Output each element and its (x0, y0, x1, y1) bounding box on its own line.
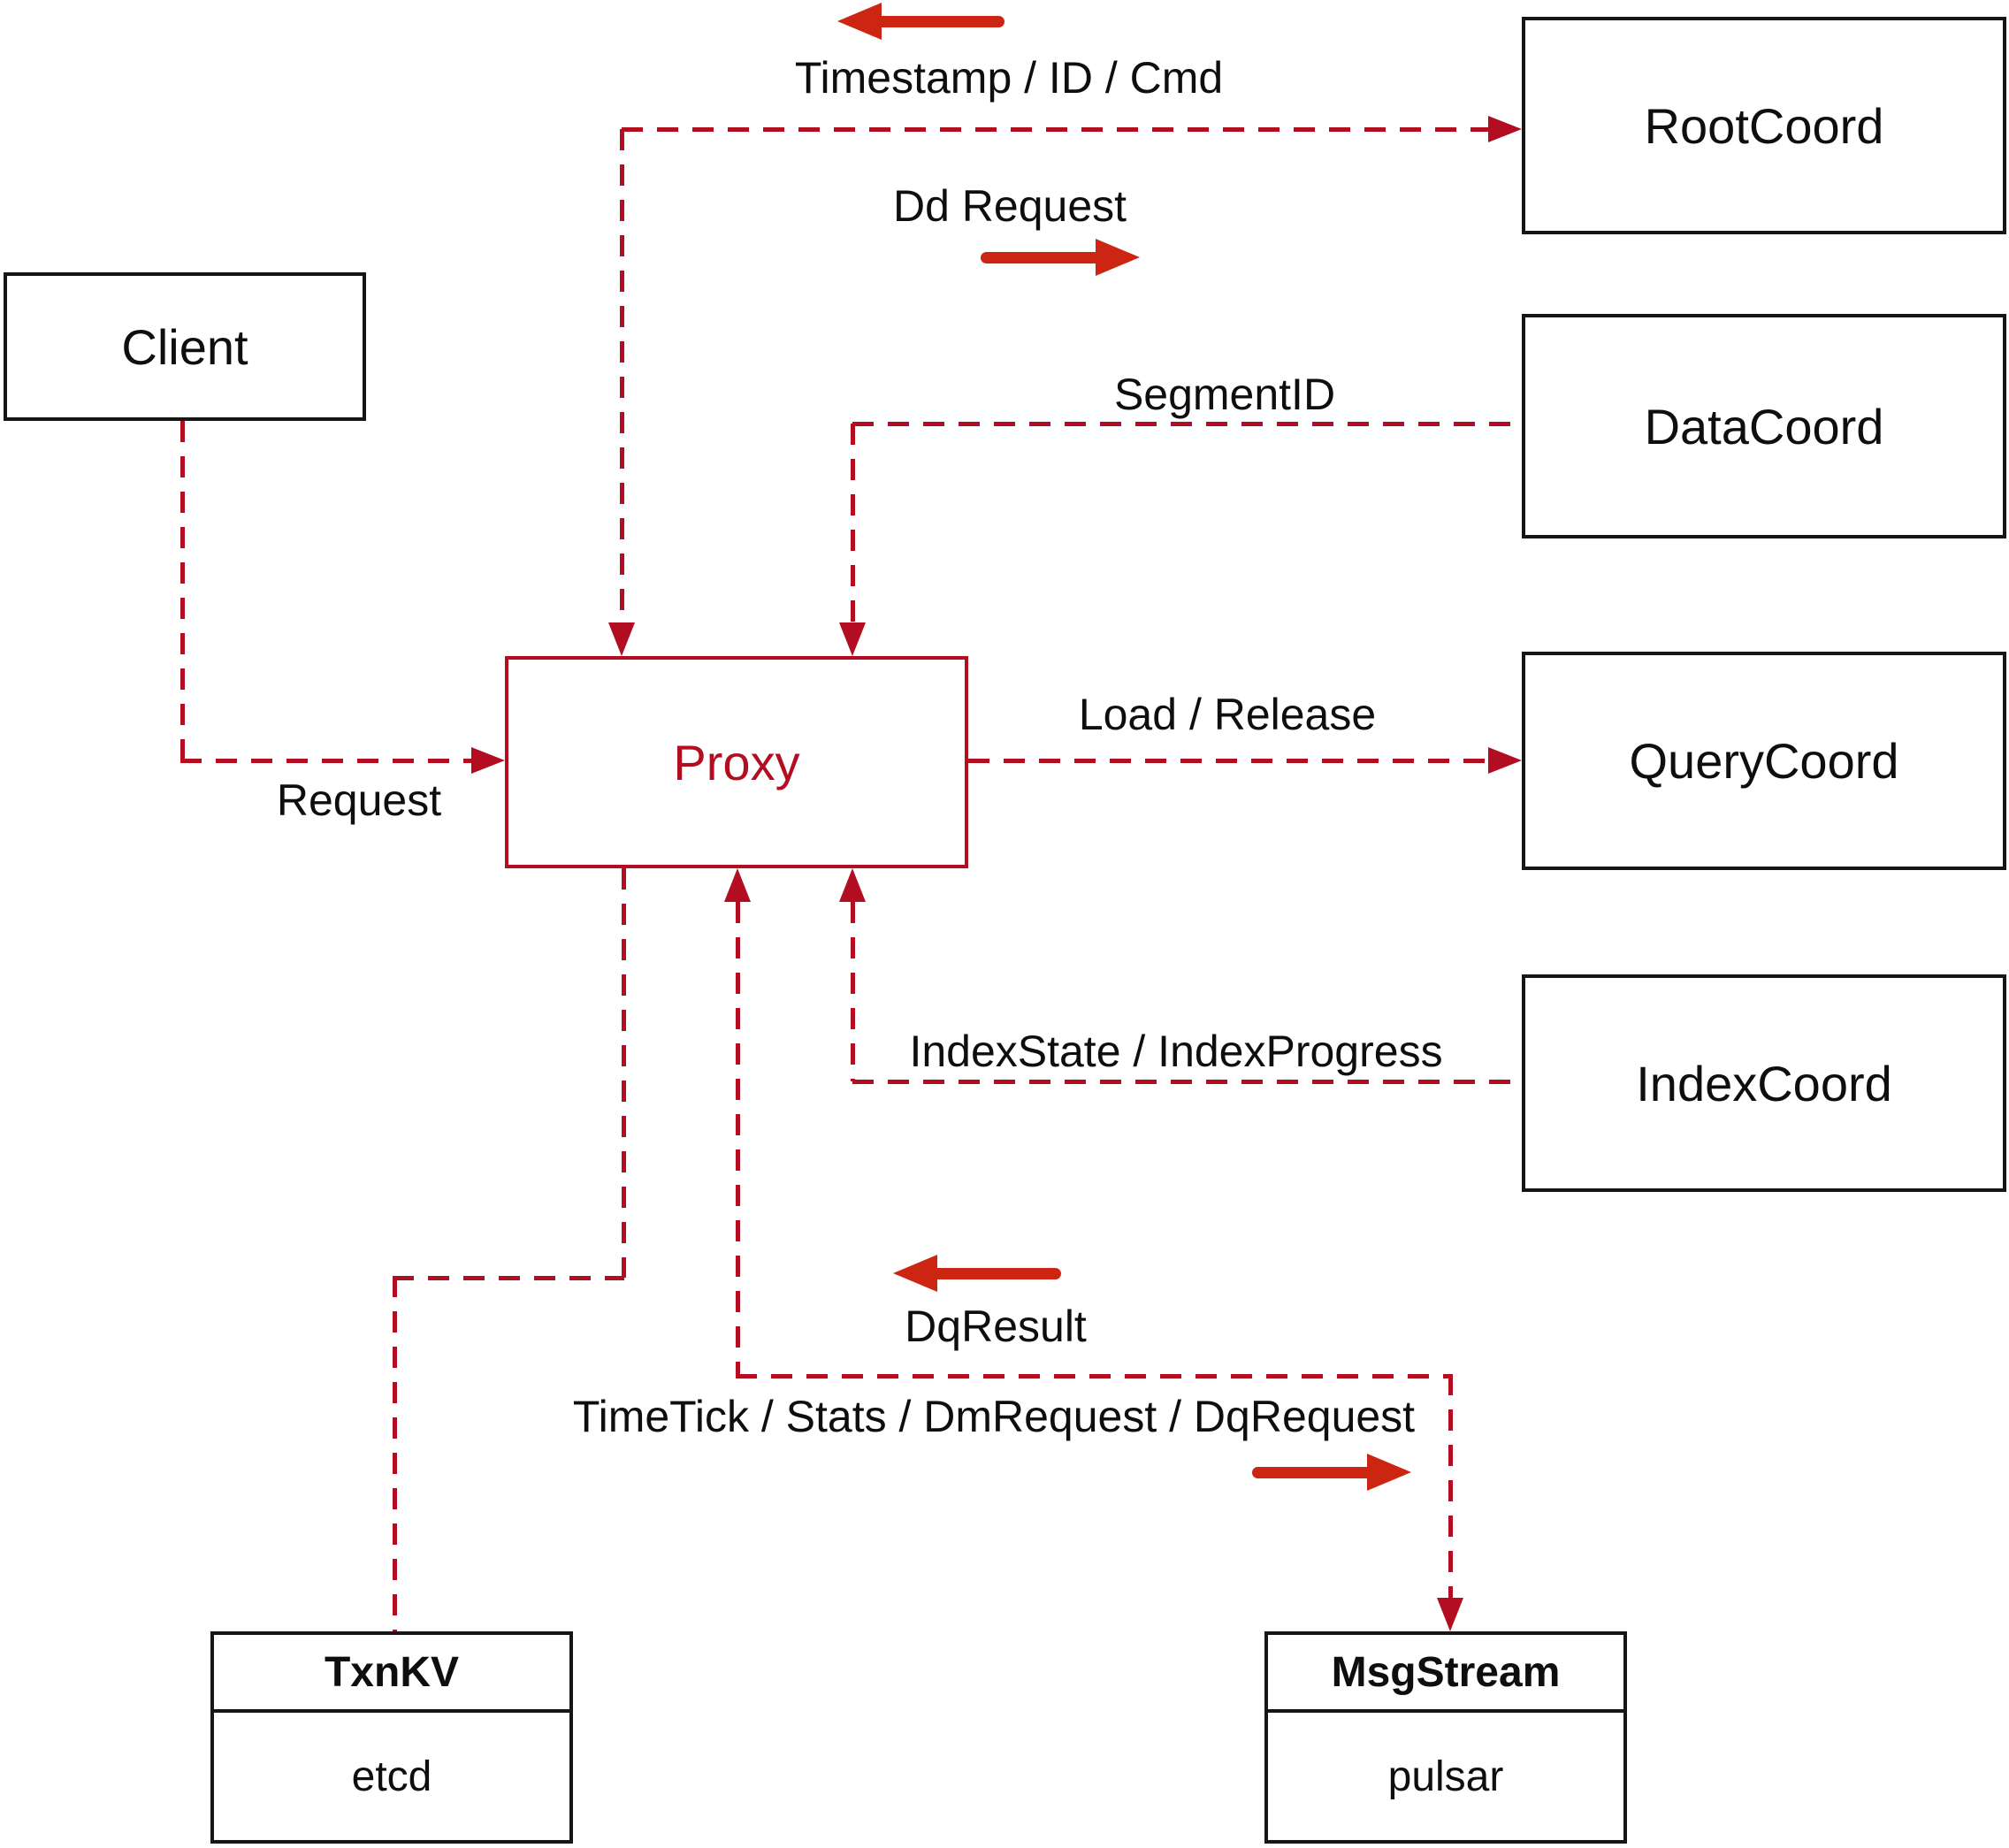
datacoord-label: DataCoord (1644, 398, 1884, 454)
arrow-shaft (928, 1268, 1061, 1279)
arrow-head (1096, 239, 1140, 276)
indexcoord-label: IndexCoord (1636, 1055, 1892, 1111)
arrowhead-into-msgstream (1437, 1598, 1463, 1631)
arrowhead-into-querycoord (1488, 747, 1522, 774)
txnkv-title: TxnKV (214, 1635, 569, 1713)
txnkv-node: TxnKV etcd (210, 1631, 573, 1844)
arrowhead-into-proxy-top-left (608, 622, 635, 656)
edge-client-proxy-hline (180, 759, 471, 763)
client-node: Client (4, 272, 366, 421)
edge-proxy-msgstream-vline2 (1448, 1374, 1453, 1598)
edge-label-timetick: TimeTick / Stats / DmRequest / DqRequest (572, 1392, 1416, 1441)
edge-proxy-txnkv-hline (393, 1276, 624, 1280)
edge-datacoord-proxy-vline (851, 424, 855, 622)
arrow-shaft (873, 16, 1004, 27)
datacoord-node: DataCoord (1522, 314, 2006, 538)
dd-request-direction-arrow-icon (979, 239, 1140, 276)
msgstream-title: MsgStream (1268, 1635, 1623, 1713)
edge-label-request: Request (276, 775, 442, 825)
proxy-label: Proxy (673, 734, 800, 790)
rootcoord-node: RootCoord (1522, 17, 2006, 234)
edge-datacoord-proxy-hline (852, 422, 1522, 426)
edge-proxy-txnkv-vline2 (393, 1276, 397, 1631)
timetick-direction-arrow-icon (1250, 1454, 1411, 1491)
querycoord-label: QueryCoord (1629, 733, 1899, 789)
edge-label-index-state: IndexState / IndexProgress (909, 1027, 1443, 1076)
proxy-node: Proxy (505, 656, 968, 868)
edge-proxy-msgstream-vline1 (736, 902, 740, 1376)
arrow-shaft (1252, 1467, 1376, 1478)
edge-proxy-msgstream-hline (736, 1374, 1450, 1378)
msgstream-impl: pulsar (1387, 1753, 1504, 1800)
rootcoord-label: RootCoord (1644, 97, 1884, 154)
edge-label-load-release: Load / Release (1078, 690, 1377, 739)
edge-client-proxy-vline (180, 421, 185, 759)
querycoord-node: QueryCoord (1522, 652, 2006, 870)
edge-label-timestamp: Timestamp / ID / Cmd (794, 53, 1224, 103)
arrow-head (1367, 1454, 1411, 1491)
arrow-shaft (981, 252, 1104, 263)
client-label: Client (121, 318, 248, 375)
arrowhead-into-proxy-top-right (839, 622, 866, 656)
indexcoord-node: IndexCoord (1522, 974, 2006, 1192)
edge-indexcoord-proxy-hline (852, 1080, 1522, 1084)
edge-label-dq-result: DqResult (905, 1302, 1087, 1351)
arrowhead-into-proxy-left (471, 747, 505, 774)
arrowhead-into-proxy-bottom-right (839, 868, 866, 902)
edge-label-dd-request: Dd Request (892, 181, 1127, 231)
edge-label-segment-id: SegmentID (1113, 370, 1336, 419)
arrow-head (837, 3, 882, 40)
edge-proxy-rootcoord-hline (622, 127, 1488, 132)
msgstream-node: MsgStream pulsar (1264, 1631, 1627, 1844)
txnkv-impl: etcd (351, 1753, 432, 1800)
edge-proxy-rootcoord-vline (620, 129, 624, 622)
edge-indexcoord-proxy-vline (851, 902, 855, 1081)
edge-proxy-txnkv-vline1 (622, 868, 626, 1278)
dqresult-direction-arrow-icon (893, 1255, 1063, 1292)
arrowhead-into-rootcoord (1488, 116, 1522, 142)
arrowhead-into-proxy-bottom-mid (724, 868, 751, 902)
arrow-head (893, 1255, 937, 1292)
timestamp-direction-arrow-icon (837, 3, 1006, 40)
edge-proxy-querycoord-hline (968, 759, 1488, 763)
